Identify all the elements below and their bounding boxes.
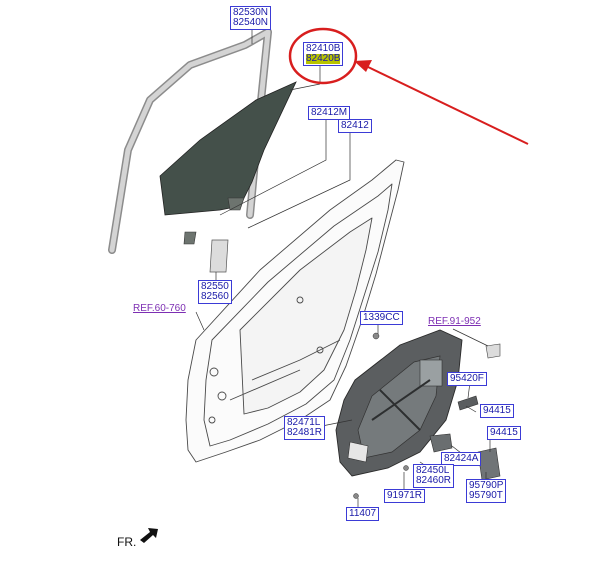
part-number: 94415 [483, 405, 511, 416]
part-number: 82450L [416, 465, 450, 476]
part-number: 82481R [287, 427, 323, 438]
part-number: 82424A [444, 453, 479, 464]
part-number: 95420F [450, 373, 484, 384]
glass-bracket [227, 197, 245, 211]
part-label-82412m[interactable]: 82412M [308, 106, 351, 120]
window-regulator [335, 329, 463, 477]
part-label-82550[interactable]: 82550 82560 [198, 280, 232, 304]
part-label-82424a[interactable]: 82424A [441, 452, 482, 466]
door-glass [159, 81, 297, 216]
part-94415-upper [457, 395, 479, 411]
glass-bracket-lower [183, 231, 197, 245]
part-number: 11407 [349, 508, 377, 519]
part-number: 95790T [469, 490, 503, 501]
bracket-82550 [209, 239, 229, 273]
part-number: 82412 [341, 120, 369, 131]
fastener-1339CC [372, 332, 380, 340]
part-number: 94415 [490, 427, 518, 438]
part-number: 82460R [416, 475, 452, 486]
part-number: 82530N [233, 7, 269, 18]
part-95420F-connector [485, 343, 501, 359]
part-label-82412[interactable]: 82412 [338, 119, 372, 133]
part-label-82530n[interactable]: 82530N 82540N [230, 6, 272, 30]
highlight-arrow-head [354, 60, 372, 72]
part-label-95420f[interactable]: 95420F [447, 372, 487, 386]
part-number: 91971R [387, 490, 423, 501]
part-number: 95790P [469, 480, 504, 491]
part-number: 82560 [201, 291, 229, 302]
highlight-annotation [288, 27, 529, 145]
part-label-82471l[interactable]: 82471L 82481R [284, 416, 326, 440]
part-label-95790p[interactable]: 95790P 95790T [466, 479, 507, 503]
part-number: 1339CC [363, 312, 400, 323]
part-label-1339cc[interactable]: 1339CC [360, 311, 403, 325]
part-label-91971r[interactable]: 91971R [384, 489, 426, 503]
part-label-82410b[interactable]: 82410B 82420B [303, 42, 344, 66]
part-number: 82410B [306, 43, 341, 54]
part-label-94415-upper[interactable]: 94415 [480, 404, 514, 418]
part-number: 82412M [311, 107, 348, 118]
part-number-highlighted: 82420B [306, 53, 341, 64]
door-shell [185, 159, 405, 463]
part-number: 82550 [201, 281, 229, 292]
front-direction-arrow [140, 528, 158, 543]
highlight-circle [288, 27, 358, 85]
reference-link-91-952[interactable]: REF.91-952 [428, 316, 481, 327]
fastener-91971R [403, 465, 409, 471]
part-label-11407[interactable]: 11407 [346, 507, 380, 521]
reference-link-60-760[interactable]: REF.60-760 [133, 303, 186, 314]
part-number: 82471L [287, 417, 321, 428]
part-number: 82540N [233, 17, 269, 28]
part-label-82450l[interactable]: 82450L 82460R [413, 464, 455, 488]
highlight-arrow-line [365, 65, 529, 145]
part-82424A [429, 433, 453, 453]
front-direction-label: FR. [117, 535, 137, 549]
part-label-94415-lower[interactable]: 94415 [487, 426, 521, 440]
fastener-11407 [353, 493, 359, 499]
